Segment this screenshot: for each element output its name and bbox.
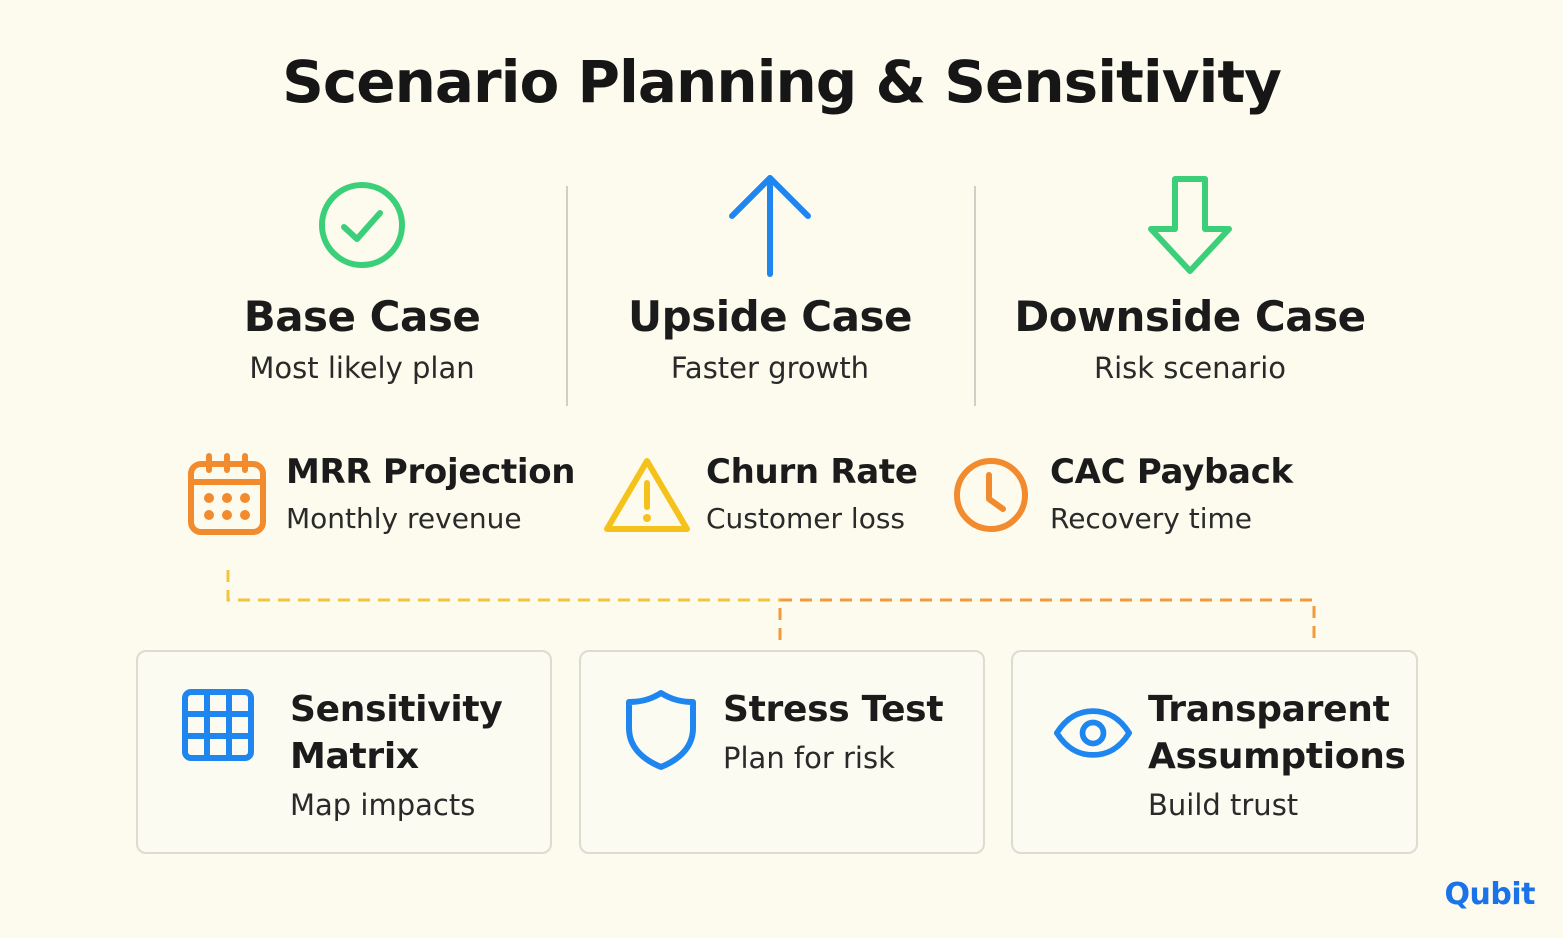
card-sensitivity-matrix: Sensitivity Matrix Map impacts [136,650,552,854]
case-base: Base Case Most likely plan [172,170,552,385]
metric-mrr-subtitle: Monthly revenue [286,502,522,535]
card-transparent-subtitle: Build trust [1148,788,1299,822]
grid-icon [178,688,258,774]
metric-churn-subtitle: Customer loss [706,502,905,535]
card-stress-test: Stress Test Plan for risk [579,650,985,854]
card-stress-subtitle: Plan for risk [723,741,895,775]
case-upside-subtitle: Faster growth [670,351,870,385]
metric-cac-title: CAC Payback [1050,452,1293,492]
metric-mrr: MRR Projection Monthly revenue [182,450,576,540]
divider [974,186,976,406]
case-base-title: Base Case [243,292,481,341]
metric-churn: Churn Rate Customer loss [602,450,918,540]
card-stress-title: Stress Test [723,689,944,730]
eye-icon [1053,706,1133,792]
connector-orange [778,598,1316,640]
connector-yellow [226,570,780,602]
metric-churn-title: Churn Rate [706,452,918,492]
metric-mrr-title: MRR Projection [286,452,576,492]
divider [566,186,568,406]
case-downside-subtitle: Risk scenario [1093,351,1287,385]
brand-logo: Qubit [1444,877,1536,912]
page-title: Scenario Planning & Sensitivity [282,48,1282,116]
shield-icon [621,688,701,774]
card-transparent-title-line2: Assumptions [1148,736,1406,777]
calendar-icon [182,450,272,540]
metric-cac-subtitle: Recovery time [1050,502,1252,535]
card-sensitivity-title-line1: Sensitivity [290,689,503,730]
arrow-down-icon [1000,170,1380,280]
case-downside-title: Downside Case [1014,292,1366,341]
case-downside: Downside Case Risk scenario [1000,170,1380,385]
warning-icon [602,450,692,540]
metric-cac: CAC Payback Recovery time [946,450,1293,540]
card-transparent-assumptions: Transparent Assumptions Build trust [1011,650,1418,854]
card-sensitivity-subtitle: Map impacts [290,788,476,822]
case-base-subtitle: Most likely plan [249,351,475,385]
card-transparent-title-line1: Transparent [1148,689,1390,730]
arrow-up-icon [580,170,960,280]
clock-icon [946,450,1036,540]
case-upside-title: Upside Case [628,292,912,341]
check-circle-icon [172,170,552,280]
case-upside: Upside Case Faster growth [580,170,960,385]
card-sensitivity-title-line2: Matrix [290,736,419,777]
